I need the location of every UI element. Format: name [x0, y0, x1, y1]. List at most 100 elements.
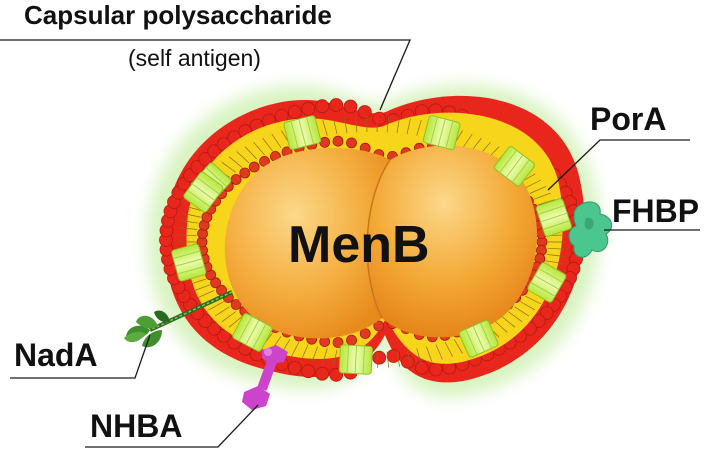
lipid-tail [376, 116, 378, 133]
lipid-head [301, 101, 316, 116]
lipid-tail [416, 348, 422, 364]
lipid-tail [545, 260, 564, 264]
lipid-tail [236, 151, 250, 164]
lipid-tail [214, 306, 230, 317]
pora-porins [171, 115, 572, 375]
lipid-tail [344, 117, 348, 134]
lipid-tail [494, 320, 508, 333]
lipid-head [428, 362, 443, 377]
lipid-head [372, 350, 387, 365]
lipid-tail [396, 350, 400, 367]
lipid-tail [529, 186, 547, 194]
lipid-tail [291, 341, 300, 357]
lipid-head [301, 364, 316, 379]
lipid-head [531, 314, 546, 329]
lipid-tail [262, 137, 273, 152]
lipid-tail [547, 247, 566, 250]
lipid-tail [189, 278, 207, 285]
capsular-label: Capsular polysaccharide [24, 0, 332, 30]
lipid-head [343, 99, 358, 114]
lipid-tail [197, 290, 215, 298]
cell-core-left [224, 147, 390, 339]
lipid-tail [426, 346, 433, 362]
lipid-tail [228, 156, 243, 168]
lipid-tail [396, 117, 400, 134]
lipid-tail [355, 116, 358, 133]
lipid-tail [519, 301, 536, 311]
menb-label: MenB [288, 216, 430, 274]
lipid-tail [179, 227, 198, 230]
nhba-label: NHBA [90, 408, 182, 444]
lipid-tail [333, 349, 338, 366]
lipid-head [386, 349, 401, 363]
lipid-tail [228, 316, 243, 328]
lipid-head [198, 151, 213, 166]
lipid-head [230, 299, 242, 310]
lipid-tail [444, 341, 453, 357]
lipid-tail [271, 133, 282, 148]
lipid-head [332, 135, 344, 147]
nada-label: NadA [14, 337, 98, 373]
lipid-tail [244, 146, 257, 160]
lipid-tail [376, 351, 378, 368]
lipid-tail [180, 220, 199, 224]
lipid-head [287, 105, 302, 119]
porin [338, 344, 373, 375]
fhbp-protein [568, 201, 613, 258]
core-division-line [366, 159, 391, 319]
lipid-tail [322, 120, 328, 136]
nhba-protein [242, 345, 288, 410]
lipid-tail [221, 161, 237, 173]
lipid-tail [178, 234, 197, 237]
lipid-head [373, 320, 385, 332]
porin [493, 146, 536, 187]
leader-lines [0, 39, 700, 448]
porin [183, 171, 224, 213]
lipid-tail [507, 311, 523, 323]
lipid-tail [525, 295, 542, 305]
lipid-tail [525, 179, 542, 189]
lipid-head [359, 328, 371, 340]
lipid-head [207, 144, 222, 159]
lipid-tail [406, 118, 411, 135]
lipid-tail [221, 311, 237, 323]
lipid-head [329, 98, 344, 112]
lipid-tail [435, 344, 443, 360]
lipid-tail [311, 346, 318, 362]
lipid-head [414, 360, 429, 375]
lipid-tail [182, 213, 201, 218]
fhbp-label: FHBP [612, 193, 699, 229]
lipid-head [346, 137, 357, 149]
lipid-tail [366, 116, 368, 133]
lipid-tail [386, 351, 389, 368]
lipid-tail [301, 344, 309, 360]
lipid-head [239, 167, 251, 179]
lipid-head [216, 328, 231, 343]
lipid-tail [416, 120, 422, 136]
cell-core-right [367, 145, 538, 338]
lipid-head [230, 174, 242, 185]
porin [422, 115, 461, 150]
lipid-head [319, 136, 331, 148]
lipid-tail [501, 316, 516, 328]
lipid-tail [406, 349, 411, 366]
porin [535, 198, 572, 237]
lipid-head [287, 360, 302, 375]
porin [458, 319, 499, 358]
lipid-tail [386, 116, 389, 133]
lipid-tail [546, 254, 565, 257]
lipid-tail [185, 206, 204, 212]
lipid-tail [533, 192, 551, 200]
porin [283, 115, 322, 150]
lipid-head [210, 277, 222, 289]
lipid-tail [208, 301, 225, 311]
porin [171, 243, 207, 282]
lipid-head [522, 321, 537, 336]
pora-label: PorA [590, 101, 666, 137]
lipid-head [346, 334, 357, 346]
nada-adhesin [124, 290, 233, 348]
self-antigen-label: (self antigen) [128, 45, 261, 71]
lipid-tail [453, 339, 463, 354]
